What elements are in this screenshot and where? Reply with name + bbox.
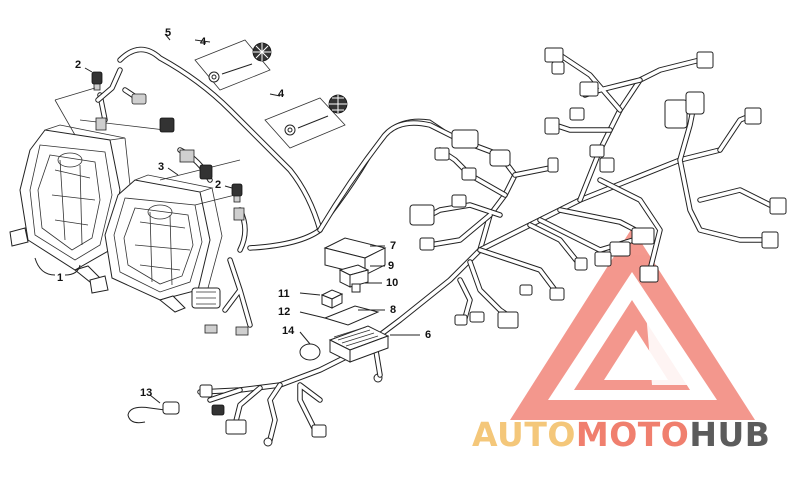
- callout-2-upper: 2: [75, 59, 82, 71]
- leader-1: [34, 257, 81, 276]
- callout-6: 6: [425, 329, 432, 341]
- callout-2-lower: 2: [215, 179, 222, 191]
- callout-leaders: [149, 33, 420, 404]
- callout-13: 13: [140, 387, 153, 399]
- harness-connectors: [199, 47, 787, 447]
- watermark-text: AUTOMOTOHUB: [472, 418, 770, 451]
- callout-10: 10: [386, 277, 399, 289]
- relay: [338, 264, 370, 288]
- watermark-auto: AUTO: [472, 415, 576, 454]
- callout-7: 7: [390, 240, 397, 252]
- callout-4-lower: 4: [278, 88, 285, 100]
- callout-1: 1: [57, 272, 64, 284]
- mounting-pad: [323, 305, 380, 326]
- headlight-adjuster-upper: [194, 39, 272, 91]
- bulb-socket-lower: [224, 183, 243, 203]
- watermark-hub: HUB: [689, 415, 771, 454]
- callout-11: 11: [278, 288, 290, 300]
- tether-lanyard: [127, 401, 180, 424]
- headlight-adjuster-lower: [264, 94, 348, 149]
- main-harness: [197, 52, 773, 443]
- headlight-harness: [95, 46, 446, 336]
- bulb-socket-upper: [84, 67, 103, 91]
- diode: [351, 283, 361, 293]
- callout-12: 12: [278, 306, 291, 318]
- fuse-block: [328, 325, 390, 363]
- watermark-moto: MOTO: [575, 415, 690, 454]
- callout-5: 5: [165, 27, 172, 39]
- headlight-left: [9, 124, 131, 283]
- tie-strap: [299, 343, 321, 361]
- callout-14: 14: [282, 325, 295, 337]
- callout-4-upper: 4: [200, 36, 207, 48]
- relay-small: [320, 289, 344, 309]
- callout-8: 8: [390, 304, 397, 316]
- callout-3: 3: [158, 161, 165, 173]
- callout-9: 9: [388, 260, 395, 272]
- watermark-logo: [510, 228, 755, 420]
